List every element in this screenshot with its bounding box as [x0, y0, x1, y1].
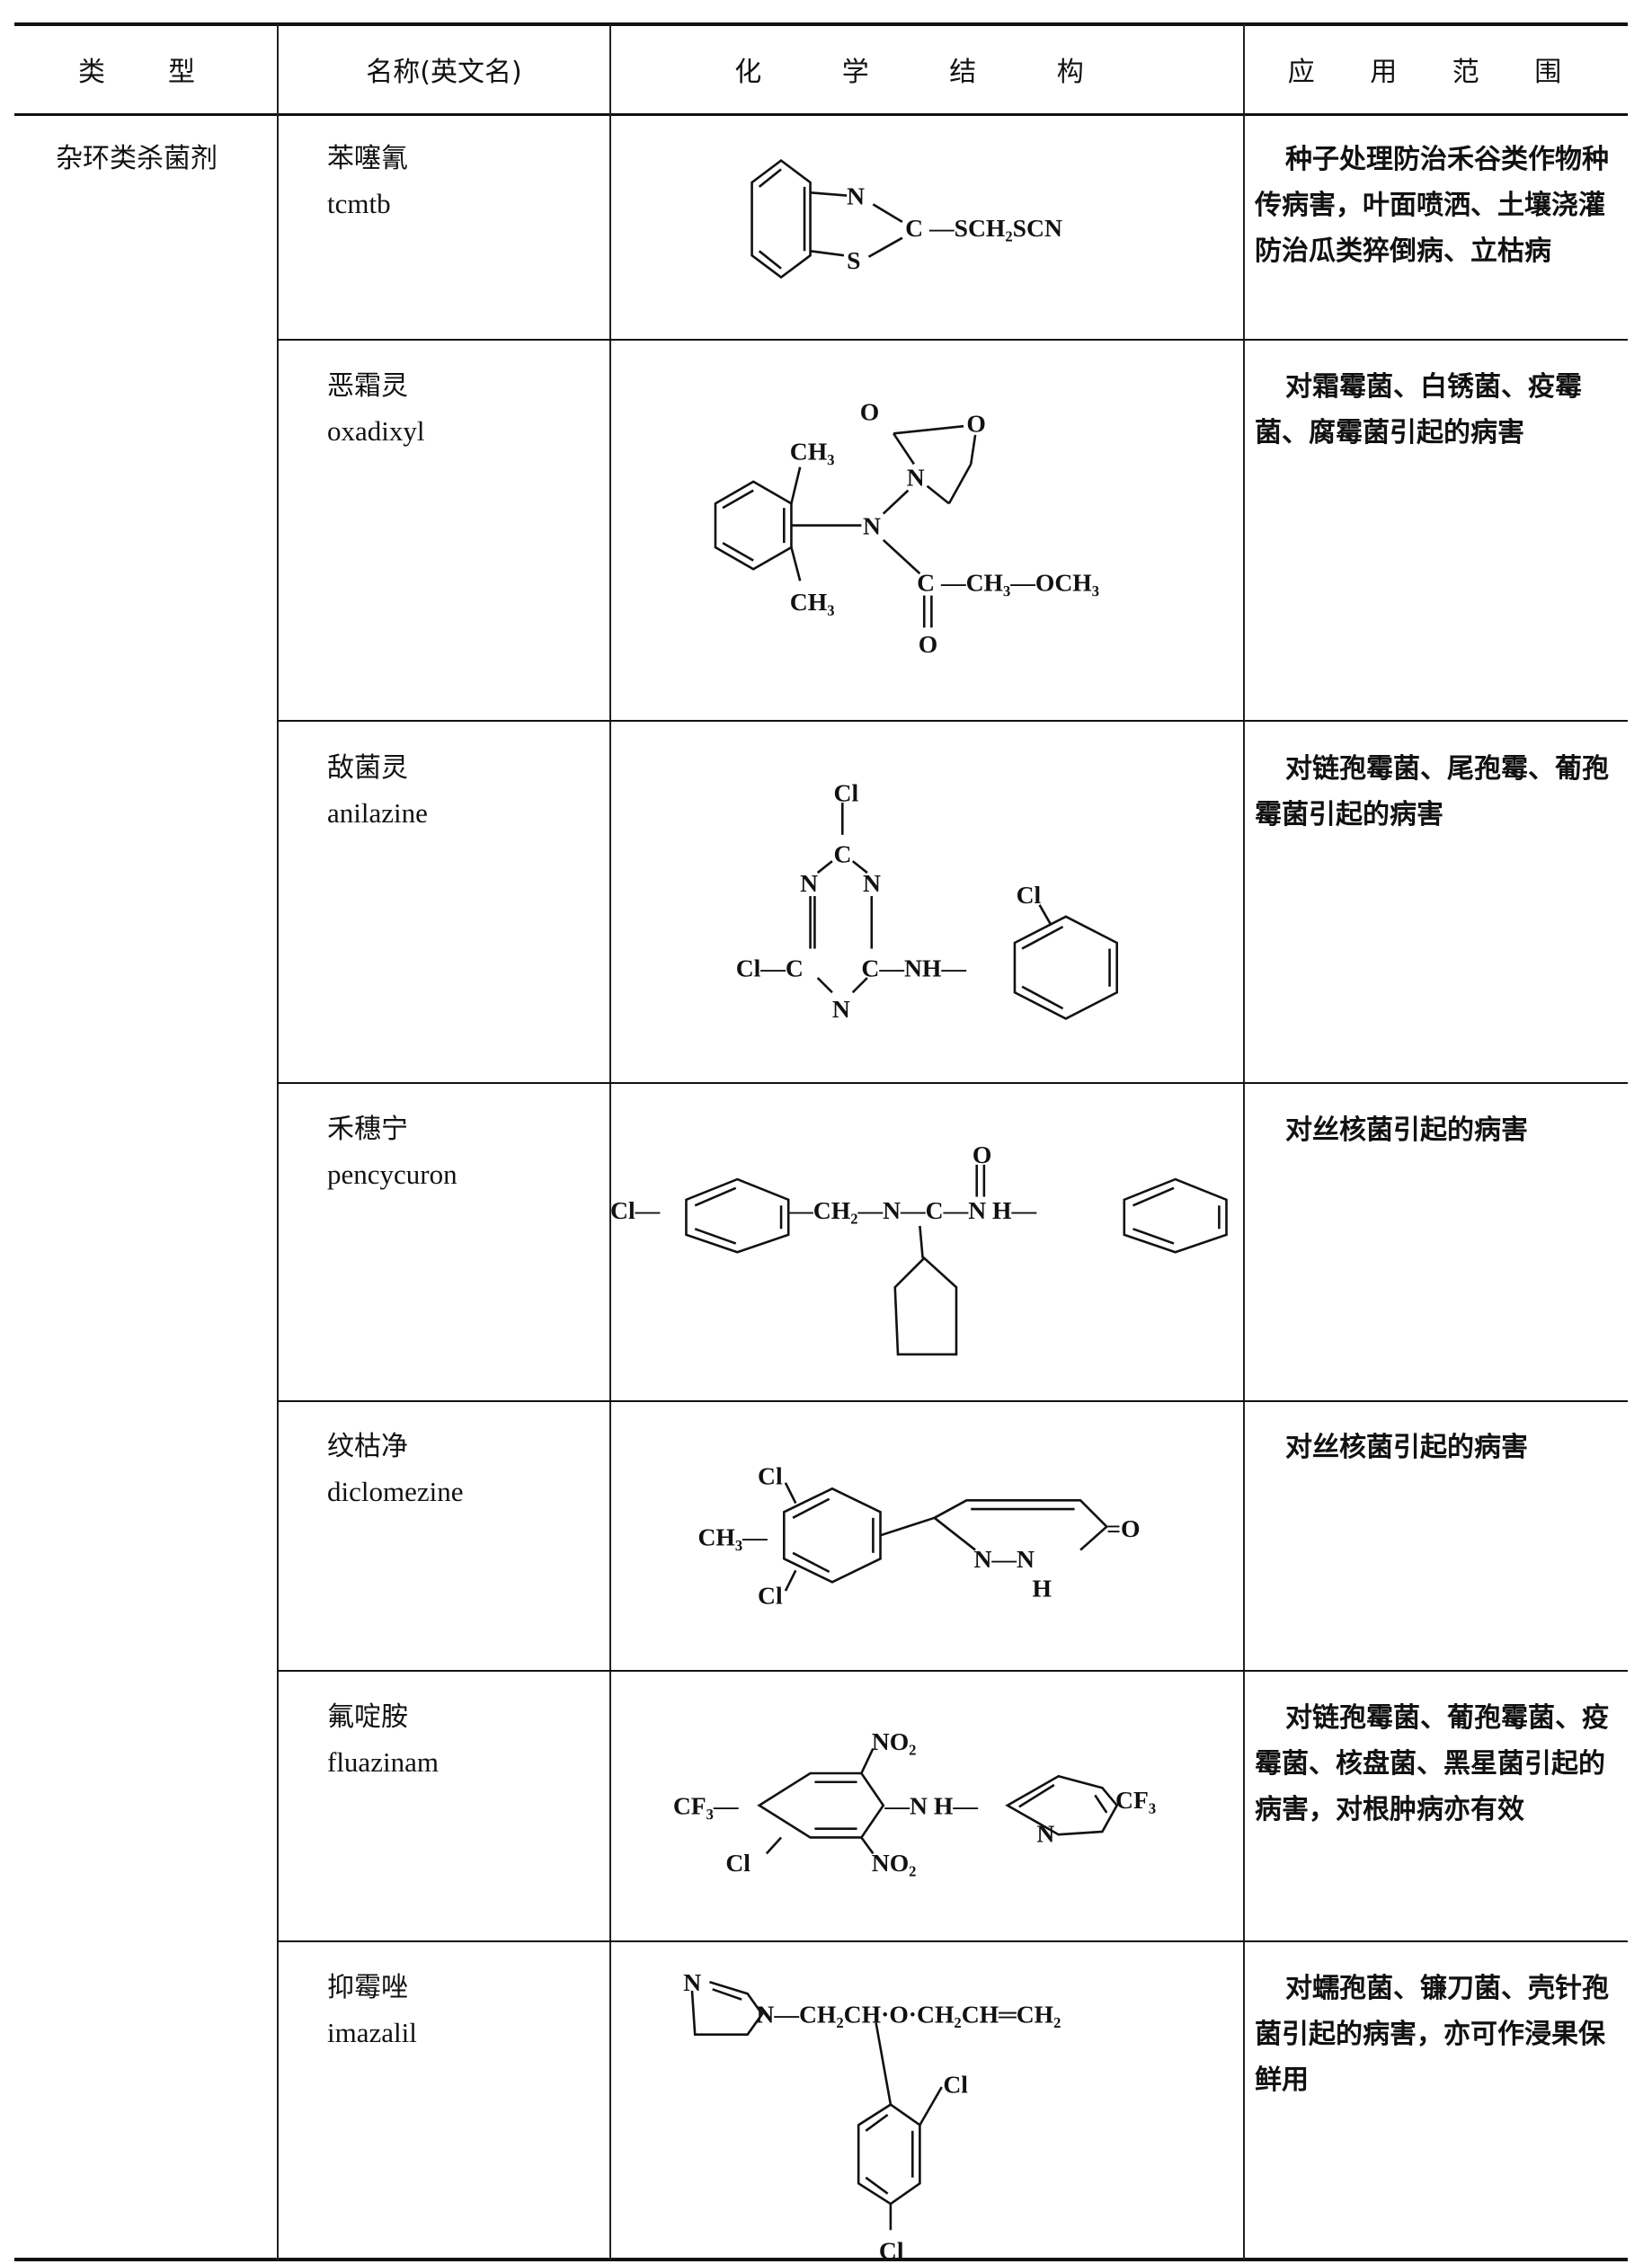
name-en: pencycuron — [327, 1159, 457, 1190]
atom-label: NO₂ — [872, 1849, 917, 1877]
application-text: 对蠕孢菌、镰刀菌、壳针孢菌引起的病害，亦可作浸果保鲜用 — [1255, 1973, 1609, 2096]
atom-label: N—CH₂CH·O·CH₂CH═CH₂ — [756, 2001, 1061, 2029]
header-type: 类 型 — [78, 57, 213, 88]
atom-label: Cl — [943, 2071, 968, 2099]
atom-label: C—NH— — [861, 954, 966, 981]
atom-label: =O — [1106, 1514, 1140, 1542]
structure-imazalil: N N—CH₂CH·O·CH₂CH═CH₂ Cl Cl — [683, 1968, 1061, 2262]
col-divider — [277, 24, 279, 2260]
structure-diclomezine: Cl CH₃— Cl =O N—N H — [697, 1461, 1140, 1609]
atom-label: CF₃— — [673, 1791, 739, 1819]
atom-label: N — [1036, 1819, 1054, 1847]
row-divider — [277, 1400, 1628, 1402]
compound-name: 禾穗宁 pencycuron — [327, 1107, 457, 1197]
atom-label: —CH₂—N—C—N H— — [787, 1196, 1036, 1224]
atom-label: NO₂ — [872, 1727, 917, 1755]
row-divider — [277, 339, 1628, 341]
compound-name: 恶霜灵 oxadixyl — [327, 364, 425, 454]
name-en: anilazine — [327, 797, 428, 829]
atom-label: Cl — [834, 779, 859, 807]
atom-label: N—N — [973, 1545, 1035, 1573]
chemical-structures: N S C —SCH₂SCN O O N CH₃ N CH₃ C —CH₃—OC… — [610, 159, 1228, 2262]
name-en: oxadixyl — [327, 415, 425, 447]
atom-label: N — [832, 995, 850, 1023]
atom-label: C —SCH₂SCN — [905, 214, 1062, 242]
col-divider — [1243, 24, 1245, 2260]
atom-label: C — [834, 840, 852, 868]
header-structure: 化 学 结 构 — [734, 57, 1120, 88]
top-rule — [14, 22, 1628, 26]
atom-label: CH₃ — [790, 588, 835, 616]
row-divider — [277, 1940, 1628, 1942]
structure-tcmtb: N S C —SCH₂SCN — [751, 159, 1062, 280]
atom-label: N — [907, 464, 925, 492]
header-rule — [14, 113, 1628, 116]
name-cn: 抑霉唑 — [327, 1972, 408, 2003]
application-text: 对丝核菌引起的病害 — [1285, 1432, 1528, 1463]
header-name: 名称(英文名) — [366, 57, 522, 88]
atom-label: CH₃— — [697, 1523, 768, 1551]
row-divider — [277, 720, 1628, 722]
application-text: 对链孢霉菌、尾孢霉、葡孢霉菌引起的病害 — [1255, 753, 1609, 830]
compound-name: 纹枯净 diclomezine — [327, 1425, 464, 1514]
atom-label: N — [863, 869, 881, 897]
atom-label: H — [1032, 1575, 1052, 1603]
compound-name: 苯噻氰 tcmtb — [327, 137, 408, 226]
atom-label: N — [847, 182, 865, 209]
atom-label: CF₃ — [1115, 1786, 1156, 1814]
atom-label: Cl — [879, 2237, 904, 2262]
atom-label: Cl — [725, 1849, 751, 1877]
compound-name: 敌菌灵 anilazine — [327, 746, 428, 836]
atom-label: S — [847, 246, 860, 274]
name-cn: 禾穗宁 — [327, 1114, 408, 1145]
atom-label: Cl— — [610, 1196, 661, 1224]
atom-label: O — [973, 1141, 991, 1168]
name-en: fluazinam — [327, 1746, 439, 1778]
name-cn: 恶霜灵 — [327, 370, 408, 402]
atom-label: Cl — [1017, 881, 1042, 909]
atom-label: O — [966, 410, 985, 438]
application-text: 种子处理防治禾谷类作物种传病害，叶面喷洒、土壤浇灌防治瓜类猝倒病、立枯病 — [1255, 144, 1609, 267]
structure-oxadixyl: O O N CH₃ N CH₃ C —CH₃—OCH₃ O — [714, 398, 1099, 658]
atom-label: O — [860, 398, 879, 426]
atom-label: O — [919, 630, 937, 658]
name-en: tcmtb — [327, 188, 391, 219]
name-en: diclomezine — [327, 1476, 464, 1507]
header-application: 应 用 范 围 — [1287, 57, 1585, 88]
atom-label: Cl—C — [736, 954, 804, 981]
col-divider — [609, 24, 611, 2260]
name-cn: 纹枯净 — [327, 1431, 408, 1462]
atom-label: CH₃ — [790, 438, 835, 466]
name-cn: 氟啶胺 — [327, 1701, 408, 1733]
application-text: 对霜霉菌、白锈菌、疫霉菌、腐霉菌引起的病害 — [1255, 371, 1582, 448]
compound-name: 氟啶胺 fluazinam — [327, 1695, 439, 1785]
structure-anilazine: Cl C N N Cl—C C—NH— N Cl — [736, 779, 1118, 1023]
structure-fluazinam: NO₂ CF₃— —N H— CF₃ N Cl NO₂ — [673, 1727, 1156, 1877]
application-text: 对丝核菌引起的病害 — [1285, 1114, 1528, 1146]
atom-label: N — [863, 511, 881, 539]
bottom-rule — [14, 2258, 1628, 2261]
application-text: 对链孢霉菌、葡孢霉菌、疫霉菌、核盘菌、黑星菌引起的病害，对根肿病亦有效 — [1255, 1702, 1609, 1825]
category-label: 杂环类杀菌剂 — [56, 143, 218, 174]
atom-label: Cl — [758, 1461, 783, 1489]
name-cn: 苯噻氰 — [327, 143, 408, 174]
atom-label: N — [683, 1968, 701, 1996]
name-en: imazalil — [327, 2017, 417, 2048]
atom-label: C —CH₃—OCH₃ — [917, 569, 1099, 597]
row-divider — [277, 1670, 1628, 1672]
atom-label: —N H— — [884, 1791, 978, 1819]
atom-label: Cl — [758, 1582, 783, 1610]
structure-pencycuron: Cl— —CH₂—N—C—N H— O — [610, 1141, 1228, 1356]
row-divider — [277, 1082, 1628, 1084]
atom-label: N — [800, 869, 818, 897]
compound-name: 抑霉唑 imazalil — [327, 1966, 417, 2055]
name-cn: 敌菌灵 — [327, 752, 408, 784]
